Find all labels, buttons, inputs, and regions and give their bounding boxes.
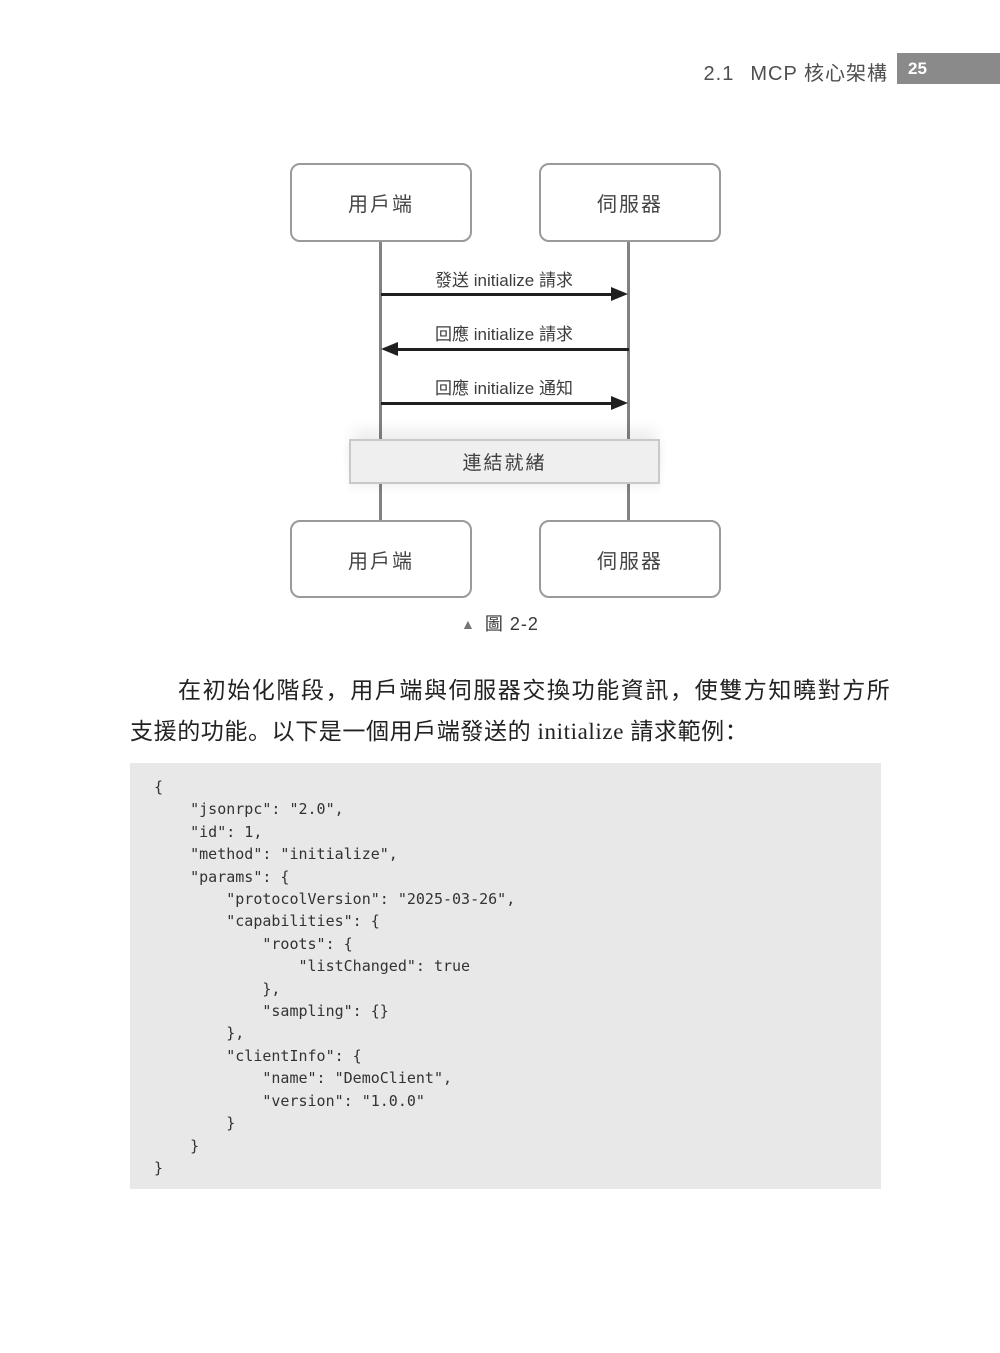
message-label-initialized-notification: 回應 initialize 通知 xyxy=(435,379,573,398)
caption-triangle-icon: ▲ xyxy=(461,616,476,632)
message-arrow-1 xyxy=(381,293,613,296)
message-arrow-3 xyxy=(381,402,613,405)
actor-box-client-top: 用戶端 xyxy=(290,163,472,242)
arrowhead-right-icon xyxy=(611,396,628,410)
section-number: 2.1 xyxy=(703,63,735,85)
lifeline-server xyxy=(627,242,630,520)
code-listing: { "jsonrpc": "2.0", "id": 1, "method": "… xyxy=(154,778,516,1177)
lifeline-client xyxy=(379,242,382,520)
actor-box-client-bottom: 用戶端 xyxy=(290,520,472,598)
paragraph-line: 在初始化階段，用戶端與伺服器交換功能資訊，使雙方知曉對方所 xyxy=(178,678,892,703)
message-label-initialize-response: 回應 initialize 請求 xyxy=(435,325,573,344)
arrowhead-left-icon xyxy=(381,342,398,356)
actor-box-server-top: 伺服器 xyxy=(539,163,721,242)
figure-caption-text: 圖 2-2 xyxy=(484,614,539,634)
arrowhead-right-icon xyxy=(611,287,628,301)
message-label-initialize-request: 發送 initialize 請求 xyxy=(435,271,573,290)
body-paragraph: 在初始化階段，用戶端與伺服器交換功能資訊，使雙方知曉對方所 支援的功能。以下是一… xyxy=(130,670,892,752)
section-heading: 2.1 MCP 核心架構 xyxy=(704,57,888,86)
section-title: MCP 核心架構 xyxy=(750,63,888,85)
code-block: { "jsonrpc": "2.0", "id": 1, "method": "… xyxy=(130,763,881,1189)
page-number-badge: 25 xyxy=(897,53,1000,84)
message-arrow-2 xyxy=(397,348,629,351)
paragraph-line: 支援的功能。以下是一個用戶端發送的 initialize 請求範例： xyxy=(130,719,749,744)
connection-ready-box: 連結就緒 xyxy=(349,439,660,484)
figure-caption: ▲ 圖 2-2 xyxy=(0,610,1000,636)
actor-box-server-bottom: 伺服器 xyxy=(539,520,721,598)
